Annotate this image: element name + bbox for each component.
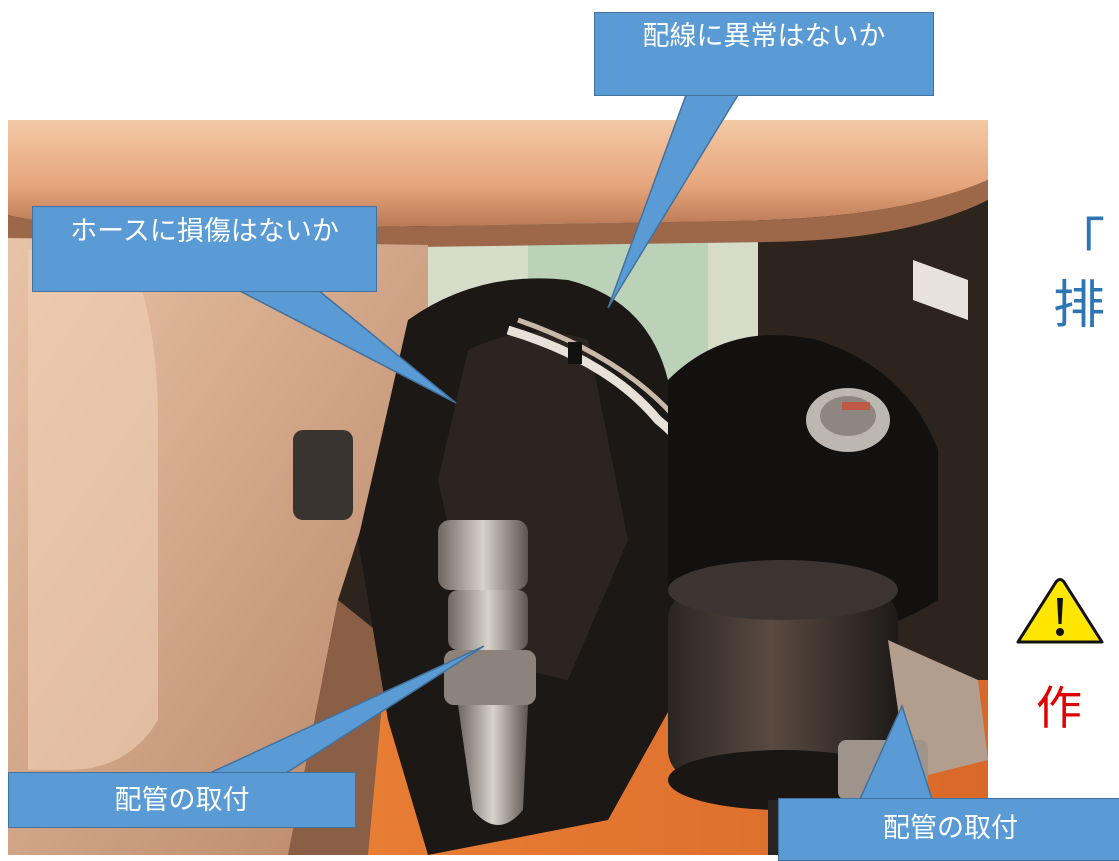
wiring-check-callout: 配線に異常はないか [594, 12, 934, 96]
side-heading-line1: 「 [1053, 214, 1106, 274]
pipe-mount-right-text: 配管の取付 [883, 813, 1018, 844]
pipe-mount-right-callout: 配管の取付 [778, 798, 1119, 861]
hose-damage-text: ホースに損傷はないか [70, 216, 339, 247]
pipe-mount-left-callout: 配管の取付 [8, 772, 356, 828]
side-heading-line2: 排 [1053, 276, 1106, 336]
hose-damage-callout: ホースに損傷はないか [32, 206, 377, 292]
pipe-mount-left-text: 配管の取付 [114, 785, 250, 816]
caution-text: 作 [1036, 681, 1082, 735]
wiring-check-text: 配線に異常はないか [642, 21, 886, 52]
warning-icon [1010, 578, 1119, 644]
